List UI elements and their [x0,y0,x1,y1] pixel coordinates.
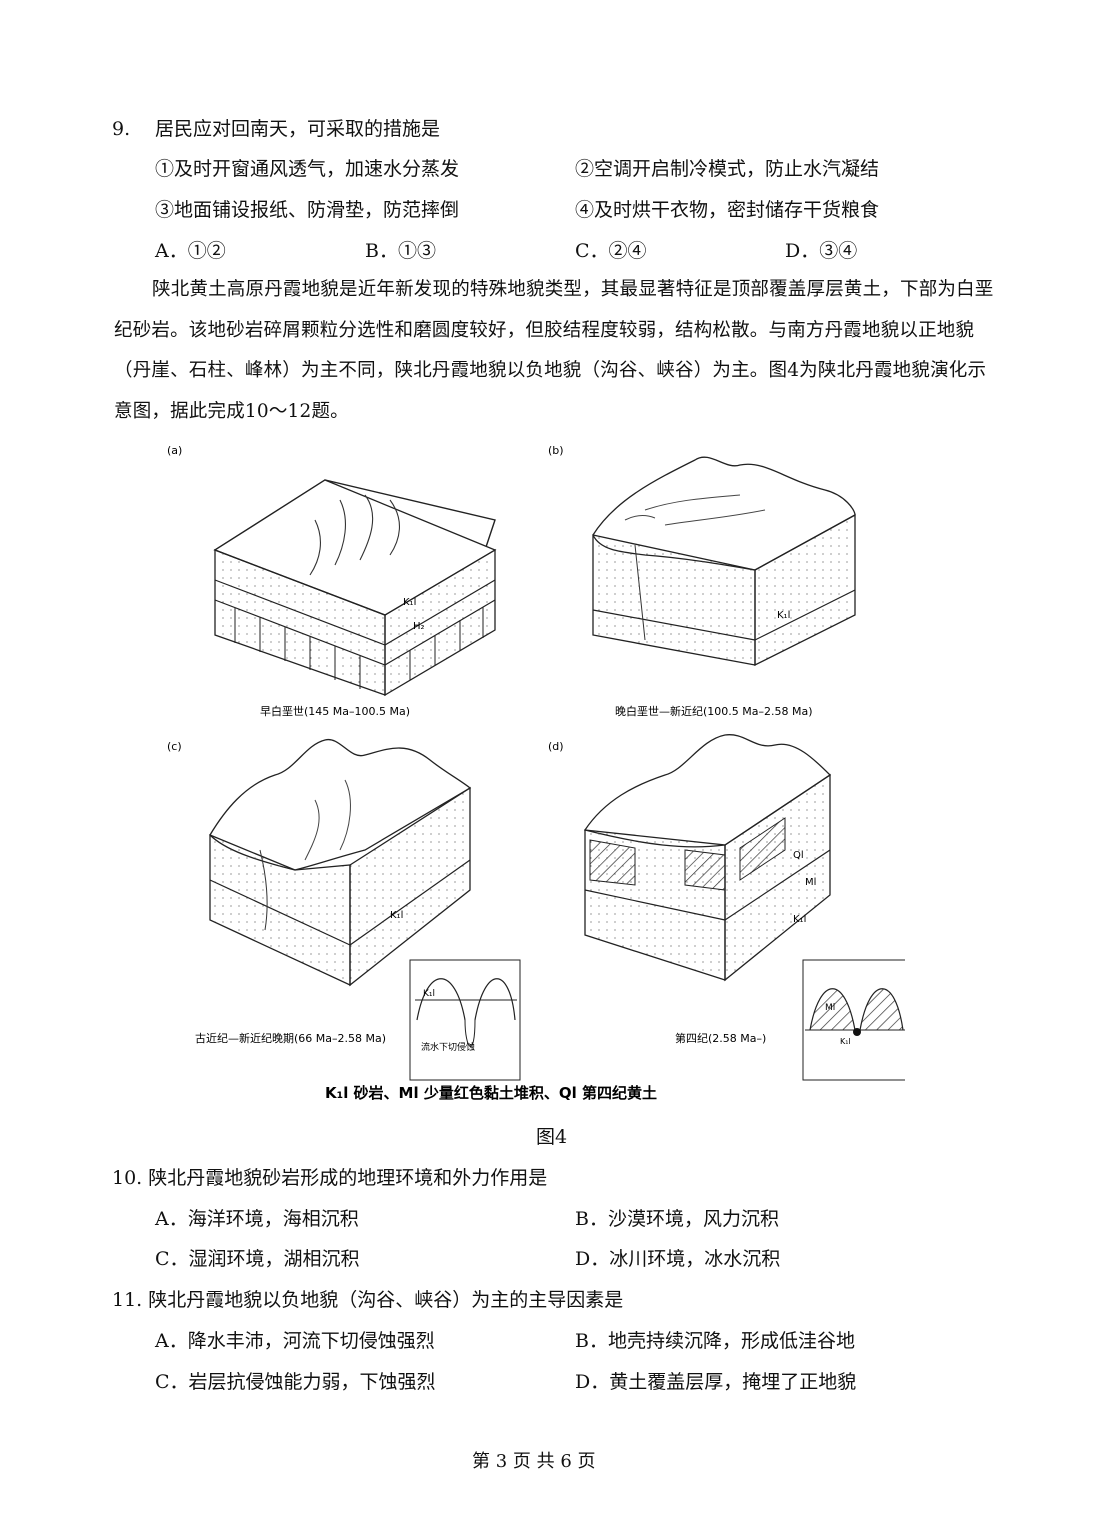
panel-c: (c) K₁l K₁l 流水下切侵蚀 古近纪—新近纪晚期(66 Ma–2.58 … [167,739,521,1081]
question-10-choice-b: B．沙漠环境，风力沉积 [575,1208,779,1230]
panel-a-label-k1l: K₁l [403,597,416,608]
question-9-choice-c: C．②④ [575,240,647,262]
panel-d-tag: (d) [548,740,564,753]
question-9-choice-a: A．①② [155,240,226,262]
panel-c-label-k1l: K₁l [390,910,403,921]
question-9-number: 9. [112,118,131,140]
panel-b-label-k1l: K₁l [777,610,790,621]
question-11-choice-b: B．地壳持续沉降，形成低洼谷地 [575,1330,855,1352]
panel-d-inset-label: Ml [825,1003,835,1013]
question-11-choice-a: A．降水丰沛，河流下切侵蚀强烈 [155,1330,435,1352]
question-9-choice-b: B．①③ [365,240,436,262]
question-11-choice-d: D．黄土覆盖层厚，掩埋了正地貌 [575,1371,857,1393]
question-10-choice-c: C．湿润环境，湖相沉积 [155,1248,360,1270]
landform-evolution-diagram: (a) K₁l H₂ 早白垩世(145 Ma–100.5 Ma) (b) [167,444,909,1102]
question-10-choice-d: D．冰川环境，冰水沉积 [575,1248,781,1270]
panel-d-label-k1l: K₁l [793,914,806,925]
figure-legend: K₁l 砂岩、Ml 少量红色黏土堆积、Ql 第四纪黄土 [325,1084,657,1102]
panel-c-caption: 古近纪—新近纪晚期(66 Ma–2.58 Ma) [195,1031,386,1045]
panel-d: (d) Ql Ml K₁l Ml K₁l 第四纪(2.58 Ma–) [548,734,909,1081]
panel-b-tag: (b) [548,444,564,457]
panel-a-caption: 早白垩世(145 Ma–100.5 Ma) [260,704,410,718]
panel-b-caption: 晚白垩世—新近纪(100.5 Ma–2.58 Ma) [615,704,813,718]
question-11-choice-c: C．岩层抗侵蚀能力弱，下蚀强烈 [155,1371,436,1393]
panel-d-caption: 第四纪(2.58 Ma–) [675,1031,766,1045]
question-9-stem: 居民应对回南天，可采取的措施是 [155,118,441,140]
panel-c-inset-note: 流水下切侵蚀 [421,1041,475,1053]
question-10-choice-a: A．海洋环境，海相沉积 [155,1208,359,1230]
panel-d-label-ml: Ml [805,877,816,888]
question-9-option-4: ④及时烘干衣物，密封储存干货粮食 [575,199,880,221]
panel-d-inset-label-2: K₁l [840,1037,851,1046]
question-10-stem: 10. 陕北丹霞地貌砂岩形成的地理环境和外力作用是 [112,1167,548,1189]
reading-passage: 陕北黄土高原丹霞地貌是近年新发现的特殊地貌类型，其最显著特征是顶部覆盖厚层黄土，… [114,279,994,422]
question-9-option-2: ②空调开启制冷模式，防止水汽凝结 [575,158,880,180]
panel-d-label-ql: Ql [793,850,804,861]
question-9-option-1: ①及时开窗通风透气，加速水分蒸发 [155,158,460,180]
panel-b: (b) K₁l 晚白垩世—新近纪(100.5 Ma–2.58 Ma) [548,444,856,718]
figure-title: 图4 [536,1126,568,1148]
figure-4: (a) K₁l H₂ 早白垩世(145 Ma–100.5 Ma) (b) [165,440,909,1110]
question-9-option-3: ③地面铺设报纸、防滑垫，防范摔倒 [155,199,460,221]
panel-c-inset-label: K₁l [423,989,435,999]
panel-a-label-h2: H₂ [413,621,425,632]
panel-a: (a) K₁l H₂ 早白垩世(145 Ma–100.5 Ma) [167,444,497,718]
panel-c-tag: (c) [167,740,182,753]
panel-a-tag: (a) [167,444,182,457]
question-11-stem: 11. 陕北丹霞地貌以负地貌（沟谷、峡谷）为主的主导因素是 [112,1289,624,1311]
page-footer: 第 3 页 共 6 页 [472,1451,596,1472]
question-9-choice-d: D．③④ [785,240,858,262]
